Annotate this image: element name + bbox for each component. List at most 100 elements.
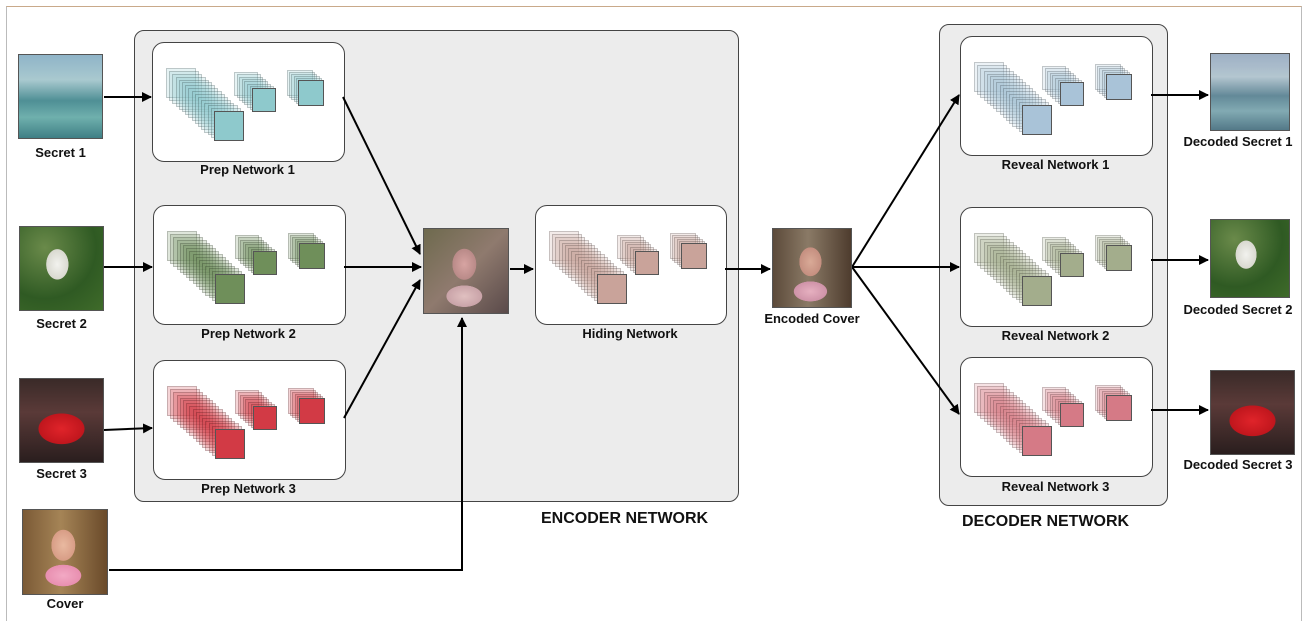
feature-map-layer	[549, 231, 579, 261]
reveal-network-1-label: Reveal Network 1	[1001, 157, 1110, 172]
reveal-network-3-label: Reveal Network 3	[1001, 479, 1110, 494]
feature-map-layer	[169, 70, 200, 101]
arrow-cover-to-mid	[109, 317, 467, 571]
feature-map-layer	[183, 245, 213, 276]
decoder-network-title: DECODER NETWORK	[962, 513, 1130, 530]
encoded-cover-image	[772, 228, 852, 308]
feature-map-layer	[993, 79, 1024, 110]
feature-map-layer	[170, 388, 201, 419]
secret-2-label: Secret 2	[36, 316, 87, 331]
feature-map-layer	[185, 85, 216, 116]
feature-map-layer	[990, 76, 1020, 107]
feature-map-layer	[182, 82, 212, 113]
secret-1-image	[18, 54, 103, 139]
feature-map-layer	[179, 397, 210, 428]
reveal-1-layers	[960, 36, 1151, 154]
feature-map-layer	[186, 248, 217, 279]
secret-1-label: Secret 1	[35, 145, 86, 160]
feature-map-layer	[183, 400, 213, 431]
feature-map-layer	[173, 236, 204, 267]
feature-map-layer	[1022, 105, 1052, 136]
feature-map-layer	[170, 233, 201, 264]
cover-image	[22, 509, 108, 595]
feature-map-layer	[179, 242, 210, 273]
decoded-secret-3-label: Decoded Secret 3	[1183, 457, 1293, 472]
feature-map-layer	[977, 64, 1008, 95]
prep-2-layers	[153, 205, 344, 323]
feature-map-layer	[1106, 73, 1132, 100]
decoded-secret-2-label: Decoded Secret 2	[1183, 302, 1293, 317]
feature-map-layer	[189, 251, 220, 282]
feature-map-layer	[178, 79, 209, 110]
feature-map-layer	[1022, 276, 1052, 307]
feature-map-layer	[299, 242, 325, 269]
feature-map-layer	[252, 88, 277, 113]
feature-map-layer	[176, 394, 207, 425]
feature-map-layer	[986, 394, 1017, 425]
reveal-3-layers	[960, 357, 1151, 475]
feature-map-layer	[167, 231, 197, 261]
feature-map-layer	[617, 235, 641, 259]
feature-map-layer	[986, 244, 1017, 275]
prep-network-1-label: Prep Network 1	[200, 162, 295, 177]
feature-map-layer	[555, 236, 586, 267]
feature-map-layer	[977, 235, 1008, 266]
feature-map-layer	[986, 73, 1017, 104]
cover-label: Cover	[46, 596, 84, 611]
feature-map-layer	[167, 386, 197, 416]
feature-map-layer	[215, 429, 245, 460]
secret-2-image	[19, 226, 104, 311]
feature-map-layer	[980, 388, 1011, 419]
feature-map-layer	[983, 391, 1014, 422]
decoded-secret-1-label: Decoded Secret 1	[1183, 134, 1293, 149]
feature-map-layer	[990, 397, 1020, 428]
arrow-prep1-to-mid	[342, 96, 421, 255]
decoded-secret-3-image	[1210, 370, 1295, 455]
feature-map-layer	[983, 70, 1014, 101]
feature-map-layer	[1060, 253, 1085, 278]
feature-map-layer	[568, 248, 599, 279]
arrow-encoded-to-reveal1	[851, 94, 960, 268]
hiding-layers	[535, 205, 725, 323]
feature-map-layer	[176, 239, 207, 270]
arrow-secret3-to-prep3	[103, 423, 153, 434]
feature-map-layer	[1002, 87, 1033, 118]
feature-map-layer	[974, 62, 1004, 92]
feature-map-layer	[172, 73, 203, 104]
feature-map-layer	[983, 241, 1014, 272]
feature-map-layer	[186, 403, 217, 434]
reveal-network-2-label: Reveal Network 2	[1001, 328, 1110, 343]
feature-map-layer	[195, 256, 226, 287]
feature-map-layer	[299, 397, 325, 424]
feature-map-layer	[189, 406, 220, 437]
feature-map-layer	[1060, 403, 1085, 428]
feature-map-layer	[635, 251, 660, 276]
feature-map-layer	[191, 91, 222, 122]
feature-map-layer	[188, 88, 219, 119]
feature-map-layer	[571, 251, 602, 282]
feature-map-layer	[175, 76, 206, 107]
feature-map-layer	[558, 239, 589, 270]
feature-map-layer	[166, 68, 196, 98]
feature-map-layer	[253, 406, 278, 431]
feature-map-layer	[977, 385, 1008, 416]
feature-map-layer	[552, 233, 583, 264]
prep-network-2-label: Prep Network 2	[201, 326, 296, 341]
secret-3-image	[19, 378, 104, 463]
feature-map-layer	[253, 251, 278, 276]
hidden-composite-image	[423, 228, 509, 314]
arrow-encoded-to-reveal3	[851, 266, 960, 415]
feature-map-layer	[1106, 244, 1132, 271]
feature-map-layer	[996, 82, 1027, 113]
prep-3-layers	[153, 360, 344, 478]
hiding-network-label: Hiding Network	[582, 326, 678, 341]
decoded-secret-1-image	[1210, 53, 1290, 131]
encoder-network-title: ENCODER NETWORK	[541, 510, 709, 527]
feature-map-layer	[990, 247, 1020, 278]
feature-map-layer	[236, 74, 261, 99]
feature-map-layer	[980, 238, 1011, 269]
feature-map-layer	[996, 253, 1027, 284]
feature-map-layer	[681, 242, 707, 269]
feature-map-layer	[993, 250, 1024, 281]
